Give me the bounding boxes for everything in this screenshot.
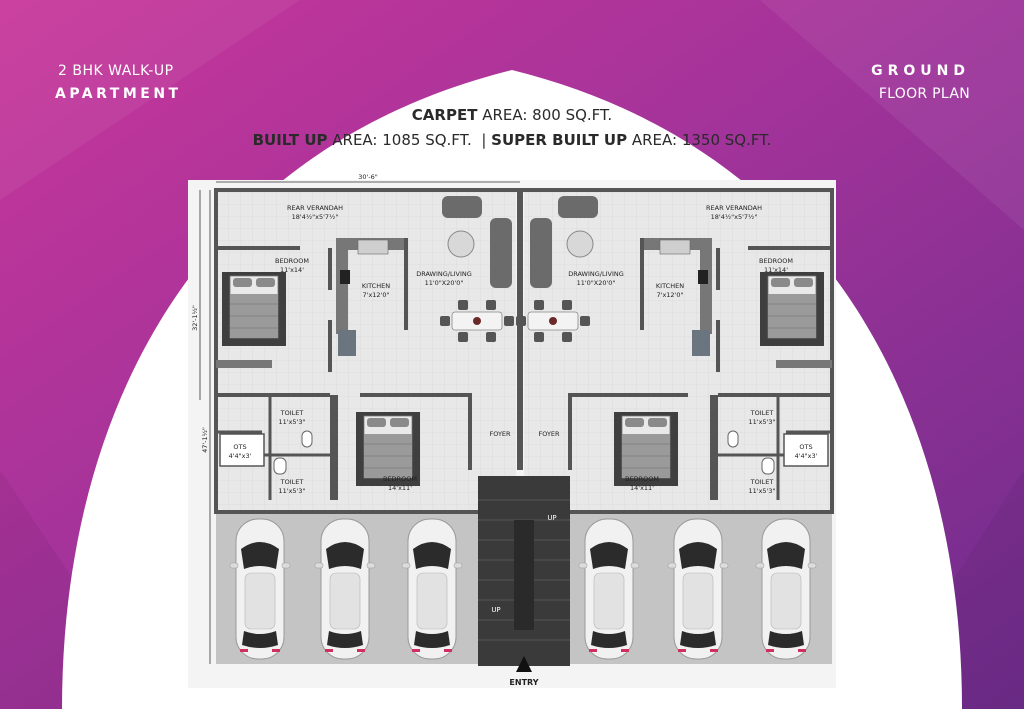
rear-verandah-label-right: REAR VERANDAH — [706, 204, 762, 212]
bed-icon — [759, 271, 825, 347]
toilet-size-left-2: 11'x5'3" — [279, 487, 306, 495]
bedroom-lower-label-right: BEDROOM — [625, 475, 659, 483]
toilet-label-left-1: TOILET — [280, 409, 304, 417]
header-floor-line1: GROUND — [871, 63, 970, 79]
bedroom-lower-size-right: 14'x11' — [630, 484, 654, 492]
header-type-line2: APARTMENT — [55, 86, 182, 102]
built-up-area-label: BUILT UP — [252, 131, 328, 149]
bedroom-size-right: 11'x14' — [764, 266, 788, 274]
super-built-up-area-value: AREA: 1350 SQ.FT. — [627, 131, 772, 149]
bedroom-lower-label-left: BEDROOM — [383, 475, 417, 483]
toilet-label-left-2: TOILET — [280, 478, 304, 486]
rear-verandah-size-left: 18'4½"x5'7½" — [292, 213, 339, 221]
ots-label-left: OTS — [233, 443, 246, 451]
toilet-size-left-1: 11'x5'3" — [279, 418, 306, 426]
car-icon — [667, 518, 729, 660]
kitchen-size-right: 7'x12'0" — [657, 291, 684, 299]
living-label-left: DRAWING/LIVING — [416, 270, 472, 278]
entry-label: ENTRY — [509, 678, 538, 687]
living-label-right: DRAWING/LIVING — [568, 270, 624, 278]
upper-height-dimension: 32'-1½" — [191, 305, 199, 331]
kitchen-label-right: KITCHEN — [656, 282, 684, 290]
total-height-dimension: 47'-1½" — [201, 427, 209, 453]
bed-icon — [221, 271, 287, 347]
living-size-left: 11'0"X20'0" — [425, 279, 464, 287]
foyer-label-right: FOYER — [538, 430, 560, 438]
bedroom-lower-size-left: 14'x11' — [388, 484, 412, 492]
super-built-up-area-label: SUPER BUILT UP — [491, 131, 628, 149]
header-type-line1: 2 BHK WALK-UP — [58, 63, 174, 79]
toilet-size-right-2: 11'x5'3" — [749, 487, 776, 495]
bedroom-label-right: BEDROOM — [759, 257, 793, 265]
width-dimension: 30'-6" — [358, 173, 378, 181]
stair-up-label-bottom: UP — [491, 606, 500, 614]
toilet-size-right-1: 11'x5'3" — [749, 418, 776, 426]
stair-up-label-top: UP — [547, 514, 556, 522]
car-icon — [314, 518, 376, 660]
carpet-area-label: CARPET — [411, 106, 478, 124]
foyer-label-left: FOYER — [489, 430, 511, 438]
header-floor-line2: FLOOR PLAN — [878, 86, 970, 102]
carpet-area: CARPET AREA: 800 SQ.FT. — [0, 106, 1024, 124]
toilet-label-right-1: TOILET — [750, 409, 774, 417]
rear-verandah-size-right: 18'4½"x5'7½" — [711, 213, 758, 221]
built-up-area-value: AREA: 1085 SQ.FT. | — [327, 131, 492, 149]
car-icon — [229, 518, 291, 660]
built-up-area-line: BUILT UP AREA: 1085 SQ.FT. | SUPER BUILT… — [0, 131, 1024, 149]
car-icon — [755, 518, 817, 660]
rear-verandah-label-left: REAR VERANDAH — [287, 204, 343, 212]
ots-size-right: 4'4"x3' — [795, 452, 818, 460]
car-icon — [578, 518, 640, 660]
entry-arrow-icon — [516, 656, 532, 672]
bedroom-size-left: 11'x14' — [280, 266, 304, 274]
ots-size-left: 4'4"x3' — [229, 452, 252, 460]
toilet-label-right-2: TOILET — [750, 478, 774, 486]
kitchen-label-left: KITCHEN — [362, 282, 390, 290]
car-icon — [401, 518, 463, 660]
living-size-right: 11'0"X20'0" — [577, 279, 616, 287]
carpet-area-value: AREA: 800 SQ.FT. — [477, 106, 613, 124]
kitchen-size-left: 7'x12'0" — [363, 291, 390, 299]
ots-label-right: OTS — [799, 443, 812, 451]
bedroom-label-left: BEDROOM — [275, 257, 309, 265]
